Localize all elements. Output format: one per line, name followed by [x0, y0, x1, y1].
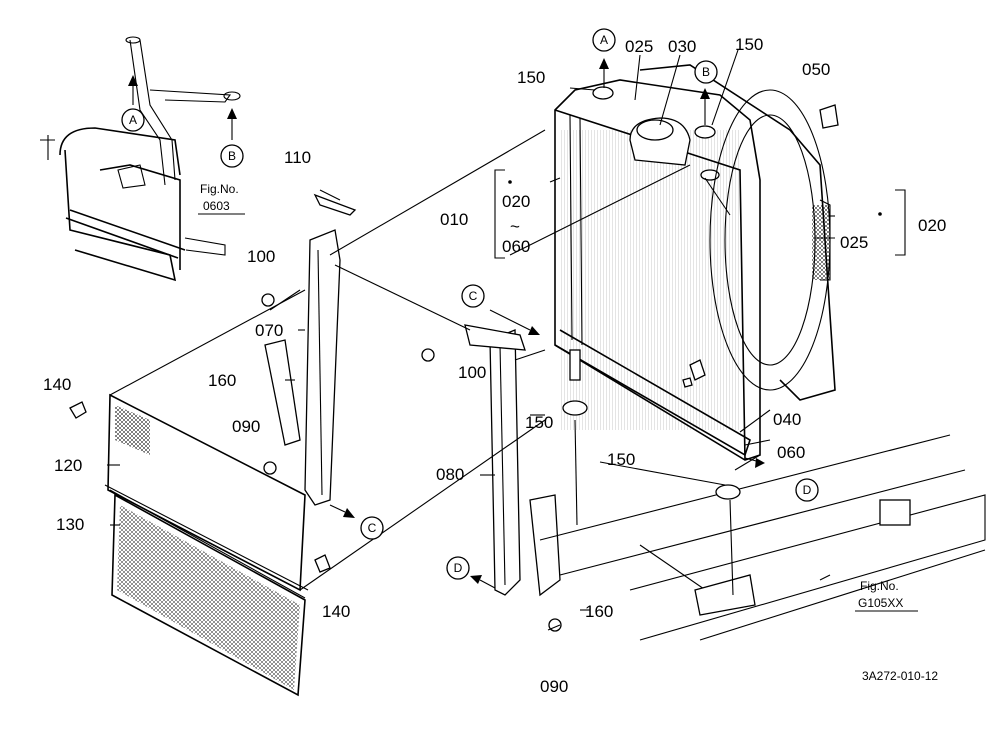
callout-a-top: A	[600, 33, 608, 47]
callout-circles: A B A B C C D D	[121, 28, 819, 580]
label-160-bottom: 160	[585, 602, 613, 621]
label-060-range: 060	[502, 237, 530, 256]
radiator-core	[554, 79, 761, 461]
drawing-code: 3A272-010-12	[862, 669, 938, 683]
callout-c-lower: C	[368, 521, 377, 535]
figure-references: Fig.No. 0603 Fig.No. G105XX 3A272-010-12	[198, 182, 938, 683]
fig-label-top: Fig.No.	[200, 182, 239, 196]
label-025-top: 025	[625, 37, 653, 56]
callout-d-right: D	[803, 483, 812, 497]
label-150-lower: 150	[607, 450, 635, 469]
callout-d-left: D	[454, 561, 463, 575]
range-tilde: ~	[510, 217, 520, 236]
screen-panels	[104, 393, 309, 697]
label-110: 110	[284, 148, 311, 167]
label-040: 040	[773, 410, 801, 429]
range-brackets	[494, 169, 906, 259]
callout-arrows	[128, 58, 765, 589]
callout-c-upper: C	[469, 289, 478, 303]
reference-bracket-assembly	[40, 36, 241, 282]
label-120: 120	[54, 456, 82, 475]
label-160-left: 160	[208, 371, 236, 390]
leader-lines	[107, 49, 835, 631]
fan-shroud	[639, 64, 836, 401]
fig-ref-0603: 0603	[203, 199, 230, 213]
callout-b-top: B	[702, 65, 710, 79]
label-100-left: 100	[247, 247, 275, 266]
label-130: 130	[56, 515, 84, 534]
label-150-mid: 150	[525, 413, 553, 432]
label-060: 060	[777, 443, 805, 462]
callout-a-left: A	[129, 113, 137, 127]
callout-b-left: B	[228, 149, 236, 163]
label-150-top-right: 150	[735, 35, 763, 54]
label-020-left: 020	[502, 192, 530, 211]
fig-label-bottom: Fig.No.	[860, 579, 899, 593]
label-080: 080	[436, 465, 464, 484]
label-010: 010	[440, 210, 468, 229]
label-070: 070	[255, 321, 283, 340]
label-025-right: 025	[840, 233, 868, 252]
label-140-left: 140	[43, 375, 71, 394]
label-090-bottom: 090	[540, 677, 568, 696]
label-140-bottom: 140	[322, 602, 350, 621]
label-100-center: 100	[458, 363, 486, 382]
fig-ref-g105xx: G105XX	[858, 596, 903, 610]
label-090-left: 090	[232, 417, 260, 436]
part-labels: 010 020 ~ 060 020 025 025 030 040 050 06…	[43, 35, 946, 696]
label-030: 030	[668, 37, 696, 56]
side-brackets	[264, 193, 561, 597]
label-050: 050	[802, 60, 830, 79]
label-020-right: 020	[918, 216, 946, 235]
label-150-top-left: 150	[517, 68, 545, 87]
